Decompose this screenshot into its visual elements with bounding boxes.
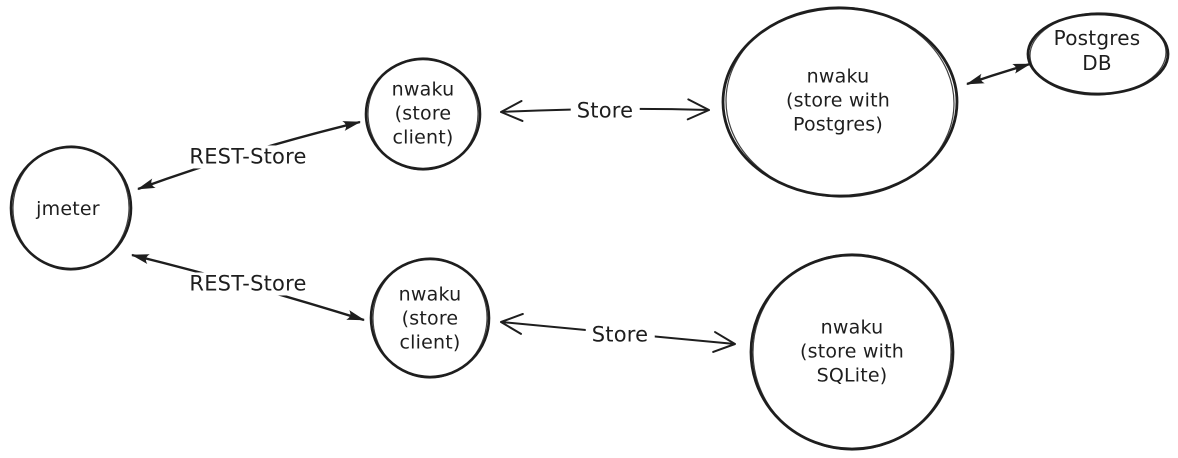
node-label-jmeter: jmeter [36,198,100,221]
node-label-store-client-bottom: nwaku (store client) [398,283,462,353]
edge-label-store-bottom: Store [585,323,655,347]
node-store-client-bottom [369,257,491,379]
node-store-sqlite [749,253,955,451]
node-jmeter [9,145,133,271]
node-label-store-sqlite: nwaku (store with SQLite) [799,316,905,386]
node-store-client-top [364,57,482,171]
edge-label-rest-store-top: REST-Store [183,145,313,169]
node-postgres-db [1026,12,1170,96]
node-label-store-postgres: nwaku (store with Postgres) [785,65,891,135]
edge-label-store-top: Store [570,99,640,123]
node-label-postgres-db: Postgres DB [1053,26,1141,75]
node-label-store-client-top: nwaku (store client) [391,78,455,148]
edge-postgres-db-link [966,62,1031,86]
edge-label-rest-store-bottom: REST-Store [183,272,313,296]
node-store-postgres [721,6,959,198]
